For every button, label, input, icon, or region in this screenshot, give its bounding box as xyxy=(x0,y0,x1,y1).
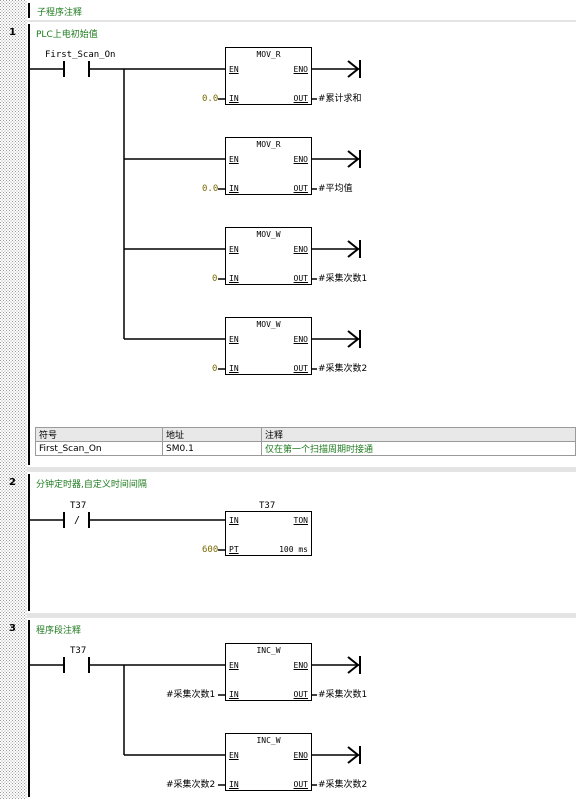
eno-pin: ENO xyxy=(293,245,308,254)
in-pin: IN xyxy=(229,690,239,699)
en-pin: EN xyxy=(229,335,239,344)
output-arrow xyxy=(347,60,361,348)
out-pin: OUT xyxy=(293,364,308,373)
box-title: MOV_W xyxy=(256,230,281,239)
en-pin: EN xyxy=(229,245,239,254)
out-operand[interactable]: #累计求和 xyxy=(318,94,362,104)
in-operand[interactable]: 0.0 xyxy=(202,94,219,104)
mov-r-box-1[interactable]: MOV_R EN ENO IN OUT xyxy=(225,47,312,105)
symbol-cell[interactable]: First_Scan_On xyxy=(35,441,163,456)
box-title: INC_W xyxy=(256,646,281,655)
in-pin: IN xyxy=(229,780,239,789)
network-comment-1[interactable]: PLC上电初始值 xyxy=(36,30,98,40)
en-pin: EN xyxy=(229,155,239,164)
left-gutter xyxy=(0,0,27,799)
contact-t37-nc[interactable] xyxy=(60,509,93,531)
eno-pin: ENO xyxy=(293,155,308,164)
table-row: First_Scan_On SM0.1 仅在第一个扫描周期时接通 xyxy=(35,441,576,456)
timer-resolution: 100 ms xyxy=(279,545,308,554)
in-operand[interactable]: #采集次数1 xyxy=(166,690,216,700)
out-operand[interactable]: #平均值 xyxy=(318,184,353,194)
contact-label-t37[interactable]: T37 xyxy=(70,501,87,511)
out-operand[interactable]: #采集次数1 xyxy=(318,690,368,700)
box-title: MOV_R xyxy=(256,50,281,59)
output-arrow xyxy=(347,656,361,764)
out-pin: OUT xyxy=(293,184,308,193)
eno-pin: ENO xyxy=(293,65,308,74)
ton-timer-box[interactable]: IN TON PT 100 ms xyxy=(225,511,312,556)
contact-first-scan[interactable] xyxy=(60,58,93,80)
pt-pin: PT xyxy=(229,545,239,554)
in-pin: IN xyxy=(229,274,239,283)
eno-pin: ENO xyxy=(293,661,308,670)
network-number-1[interactable]: 1 xyxy=(9,27,16,38)
network-separator xyxy=(27,467,576,472)
in-pin: IN xyxy=(229,364,239,373)
header-address[interactable]: 地址 xyxy=(162,427,262,442)
timer-type: TON xyxy=(293,516,308,525)
out-operand[interactable]: #采集次数2 xyxy=(318,780,368,790)
eno-pin: ENO xyxy=(293,335,308,344)
en-pin: EN xyxy=(229,751,239,760)
inc-w-box-1[interactable]: INC_W EN ENO IN OUT xyxy=(225,643,312,701)
in-pin: IN xyxy=(229,94,239,103)
contact-label-first-scan[interactable]: First_Scan_On xyxy=(45,50,116,60)
subroutine-comment[interactable]: 子程序注释 xyxy=(37,8,83,18)
timer-name[interactable]: T37 xyxy=(259,501,276,511)
in-pin: IN xyxy=(229,516,239,525)
address-cell[interactable]: SM0.1 xyxy=(162,441,262,456)
mov-r-box-2[interactable]: MOV_R EN ENO IN OUT xyxy=(225,137,312,195)
network-number-2[interactable]: 2 xyxy=(9,477,16,488)
negated-contact-symbol: / xyxy=(74,515,81,526)
network-comment-3[interactable]: 程序段注释 xyxy=(36,626,82,636)
symbol-table: 符号 地址 注释 First_Scan_On SM0.1 仅在第一个扫描周期时接… xyxy=(35,427,576,456)
box-title: INC_W xyxy=(256,736,281,745)
in-operand[interactable]: 0 xyxy=(212,364,218,374)
contact-label-t37[interactable]: T37 xyxy=(70,646,87,656)
inc-w-box-2[interactable]: INC_W EN ENO IN OUT xyxy=(225,733,312,791)
out-pin: OUT xyxy=(293,274,308,283)
contact-t37[interactable] xyxy=(60,654,93,676)
in-pin: IN xyxy=(229,184,239,193)
pt-operand[interactable]: 600 xyxy=(202,545,219,555)
out-operand[interactable]: #采集次数2 xyxy=(318,364,368,374)
header-comment[interactable]: 注释 xyxy=(261,427,576,442)
out-pin: OUT xyxy=(293,94,308,103)
en-pin: EN xyxy=(229,661,239,670)
box-title: MOV_W xyxy=(256,320,281,329)
out-pin: OUT xyxy=(293,780,308,789)
symbol-table-header: 符号 地址 注释 xyxy=(35,427,576,442)
box-title: MOV_R xyxy=(256,140,281,149)
in-operand[interactable]: #采集次数2 xyxy=(166,780,216,790)
header-symbol[interactable]: 符号 xyxy=(35,427,163,442)
en-pin: EN xyxy=(229,65,239,74)
network-comment-2[interactable]: 分钟定时器,自定义时间间隔 xyxy=(36,480,147,490)
mov-w-box-2[interactable]: MOV_W EN ENO IN OUT xyxy=(225,317,312,375)
out-pin: OUT xyxy=(293,690,308,699)
in-operand[interactable]: 0 xyxy=(212,274,218,284)
out-operand[interactable]: #采集次数1 xyxy=(318,274,368,284)
eno-pin: ENO xyxy=(293,751,308,760)
network-separator xyxy=(27,613,576,618)
comment-cell[interactable]: 仅在第一个扫描周期时接通 xyxy=(261,441,576,456)
network-number-3[interactable]: 3 xyxy=(9,623,16,634)
mov-w-box-1[interactable]: MOV_W EN ENO IN OUT xyxy=(225,227,312,285)
in-operand[interactable]: 0.0 xyxy=(202,184,219,194)
